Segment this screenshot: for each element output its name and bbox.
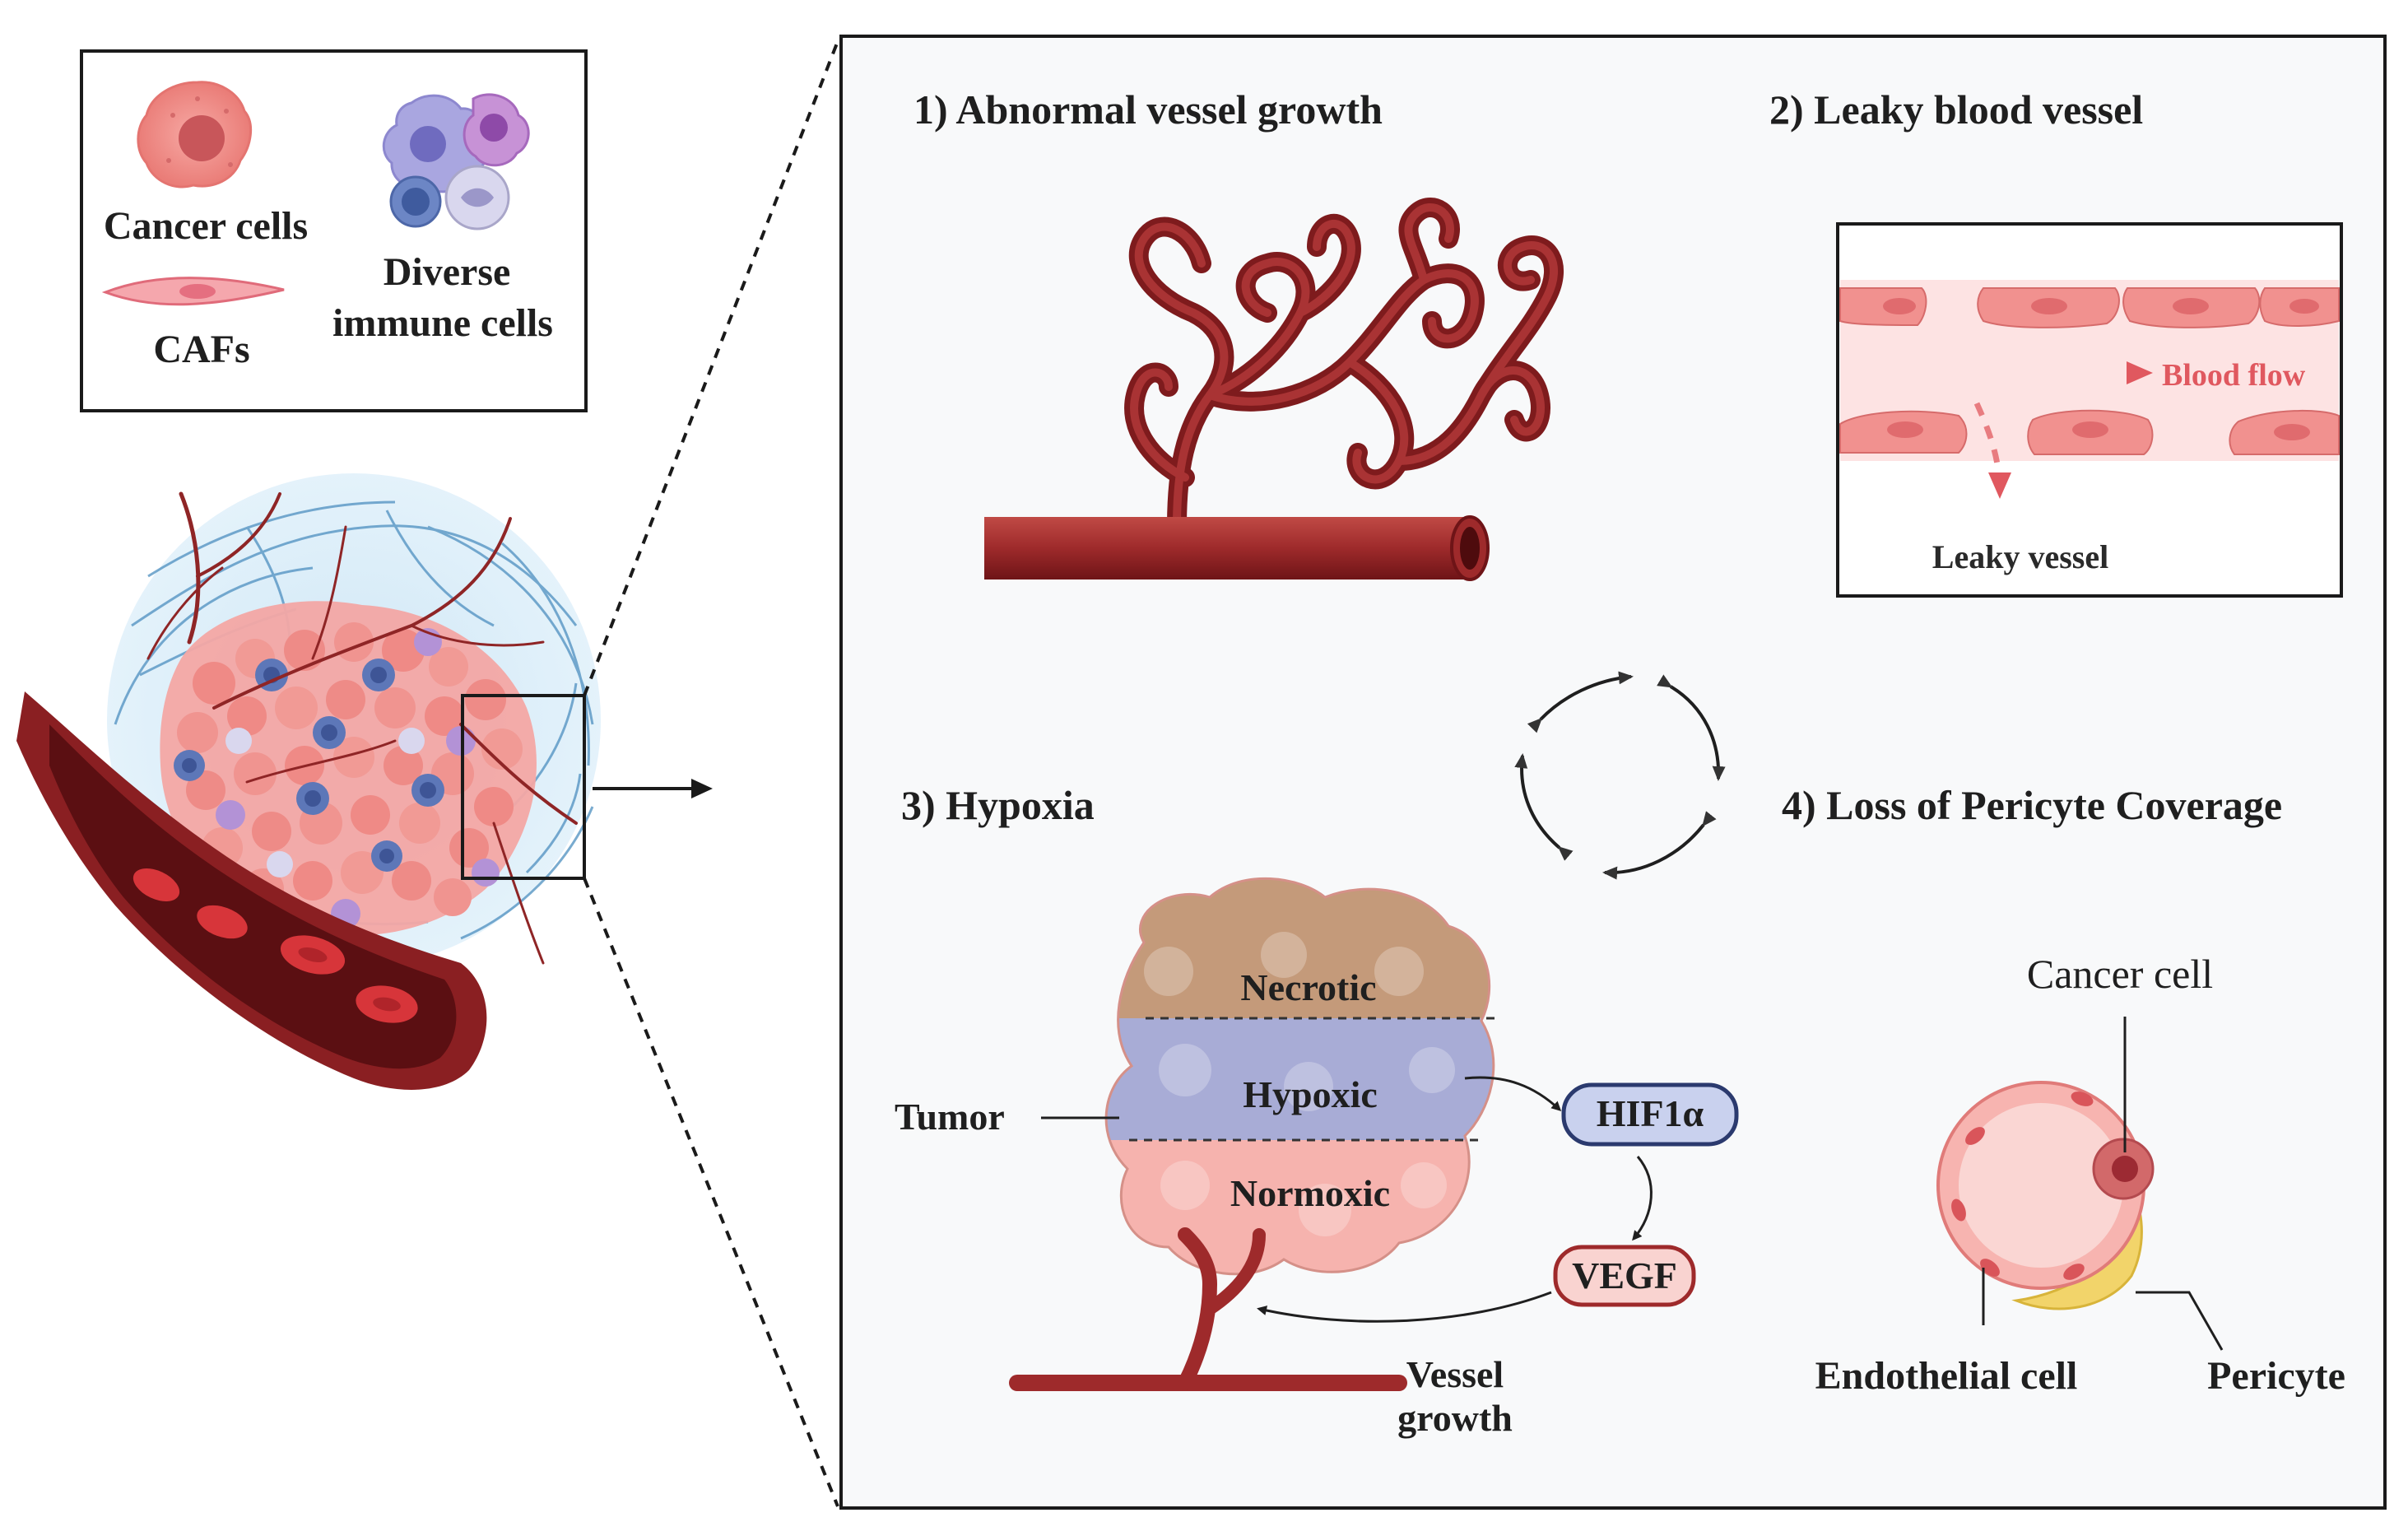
panel-1-title: 1) Abnormal vessel growth [913, 86, 1383, 133]
blood-flow-label: Blood flow [2162, 358, 2306, 393]
vegf-label: VEGF [1572, 1254, 1677, 1296]
cycle-arrows [1514, 671, 1726, 880]
tumor-label: Tumor [895, 1096, 1005, 1138]
endothelial-row-top [1839, 287, 2340, 328]
hypoxia-vessel [1009, 1227, 1407, 1391]
immune-cells-icon [382, 93, 530, 230]
vegf-to-vessel-arrow [1257, 1291, 1552, 1323]
endothelial-cell-label: Endothelial cell [1815, 1354, 2078, 1398]
zoom-connector [583, 40, 839, 1507]
vessel-growth-label-line1: Vessel [1406, 1353, 1504, 1395]
leak-arrow [1973, 402, 2011, 499]
leaky-vessel-box: Blood flow Leaky vessel [1836, 222, 2343, 598]
tumor-vessels [146, 491, 578, 965]
caf-icon [101, 277, 285, 306]
magnification-box [461, 694, 586, 880]
abnormal-vessel-illustration [984, 198, 1564, 581]
cancer-cell-icon [137, 81, 253, 189]
hif1a-box [1561, 1082, 1739, 1147]
necrotic-label: Necrotic [1240, 966, 1376, 1008]
vessel-growth-label-line2: growth [1397, 1397, 1513, 1439]
tumor-cancer-cells [177, 622, 523, 916]
tumor-illustration [16, 473, 601, 1090]
pericyte-label: Pericyte [2207, 1354, 2345, 1398]
hif1a-label: HIF1α [1597, 1092, 1704, 1134]
normoxic-label: Normoxic [1230, 1172, 1390, 1214]
legend-cafs-label: CAFs [153, 328, 249, 371]
legend-immune-label-line2: immune cells [332, 301, 553, 345]
cancer-cell-label: Cancer cell [2027, 951, 2213, 997]
main-blood-vessel [16, 691, 487, 1090]
legend-box: Cancer cells CAFs Diverse immune cells [80, 49, 588, 412]
leaky-vessel-label: Leaky vessel [1932, 538, 2108, 575]
panel-2-title: 2) Leaky blood vessel [1769, 86, 2143, 133]
hypoxic-zone [1106, 1018, 1494, 1140]
pericyte-illustration: Cancer cell Endothelial cell Pericyte [1815, 951, 2345, 1398]
hypoxic-to-hif-arrow [1464, 1076, 1562, 1112]
legend-cancer-cells-label: Cancer cells [104, 204, 308, 248]
pericyte-cancer-cell [2092, 1138, 2155, 1200]
endothelial-row-bottom [1839, 409, 2340, 455]
panel-4-title: 4) Loss of Pericyte Coverage [1782, 782, 2282, 828]
legend-immune-label-line1: Diverse [384, 250, 511, 294]
hypoxic-label: Hypoxic [1243, 1073, 1378, 1115]
hif-to-vegf-arrow [1632, 1156, 1653, 1241]
vegf-box [1553, 1245, 1696, 1307]
panel-3-title: 3) Hypoxia [901, 782, 1095, 828]
